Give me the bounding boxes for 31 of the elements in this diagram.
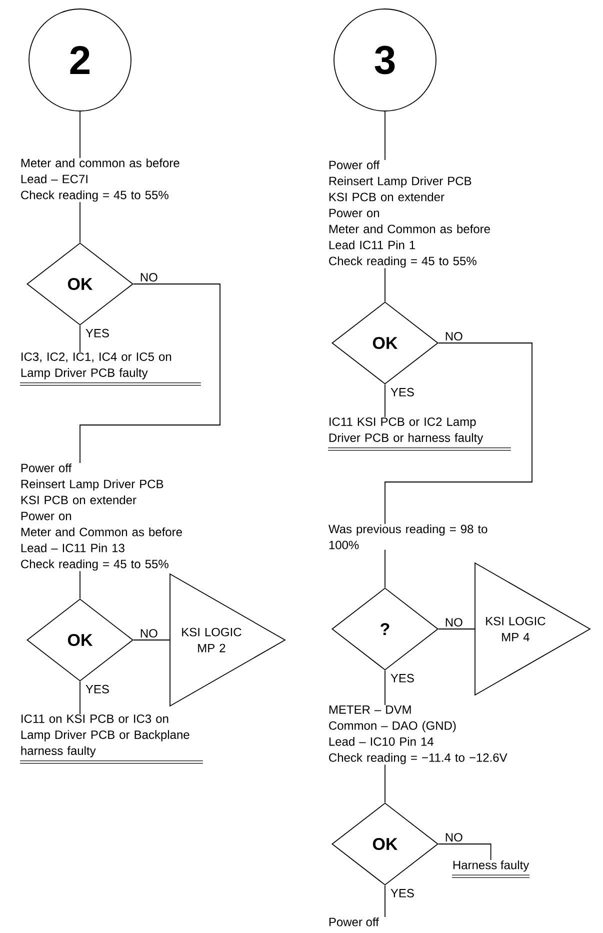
- instruction-text: Power off: [329, 917, 379, 926]
- edge-label: NO: [446, 332, 462, 341]
- edge-label: NO: [446, 833, 462, 842]
- connector-line: [438, 844, 492, 860]
- connector-line: [384, 670, 386, 706]
- instruction-text: Power off Reinsert Lamp Driver PCB KSI PCB on extender Power on Meter and Common as before Lead IC11 Pin 1 Check reading = 45 to 55%: [329, 160, 490, 268]
- fault-text: IC3, IC2, IC1, IC4 or IC5 on Lamp Driver PCB faulty: [20, 352, 202, 386]
- fault-text: IC11 KSI PCB or IC2 Lamp Driver PCB or harness faulty: [328, 417, 512, 451]
- fault-text: IC11 on KSI PCB or IC3 on Lamp Driver PCB or Backplane harness faulty: [20, 714, 204, 764]
- connector-line: [384, 549, 386, 588]
- instruction-text: METER – DVM Common – DAO (GND) Lead – IC10 Pin 14 Check reading = −11.4 to −12.6V: [329, 705, 508, 764]
- instruction-text: Power off Reinsert Lamp Driver PCB KSI PCB on extender Power on Meter and Common as before Lead – IC11 Pin 13 Check reading = 45 to 55%: [21, 463, 182, 571]
- fault-text: Harness faulty: [452, 860, 530, 878]
- connector-line: [384, 268, 386, 302]
- edge-label: NO: [140, 629, 158, 638]
- edge-label: NO: [446, 618, 462, 627]
- edge-label: YES: [390, 888, 414, 898]
- connector-line: [384, 384, 386, 418]
- connector-line: [80, 284, 220, 464]
- edge-label: YES: [390, 388, 414, 396]
- edge-label: NO: [140, 273, 158, 282]
- instruction-text: Was previous reading = 98 to 100%: [328, 524, 488, 550]
- edge-label: YES: [86, 684, 109, 694]
- connector-line: [384, 885, 386, 918]
- edge-label: YES: [86, 328, 109, 338]
- instruction-text: Meter and common as before Lead – EC7I Check reading = 45 to 55%: [21, 158, 180, 202]
- edge-label: YES: [390, 674, 414, 682]
- connector-line: [438, 628, 476, 630]
- connector-line: [384, 111, 386, 160]
- connector-line: [384, 764, 386, 803]
- connector-line: [384, 342, 532, 524]
